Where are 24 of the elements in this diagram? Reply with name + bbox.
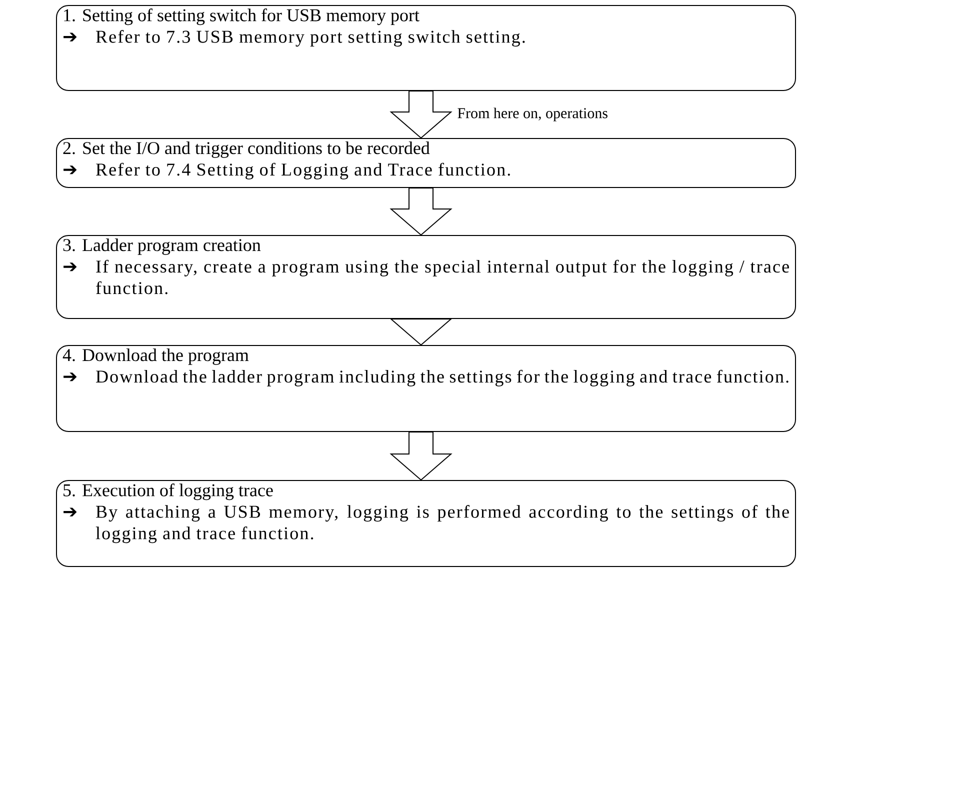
step-box [56,138,796,188]
step-heading: 2. Set the I/O and trigger conditions to be recorded [63,142,430,158]
step-box [56,5,796,91]
arrow-symbol: ➔ [64,166,77,174]
step-box [56,235,796,319]
block-arrow [390,188,452,236]
step-description: Refer to 7.4 Setting of Logging and Trace function. [96,162,510,180]
step-heading: 5. Execution of logging trace [64,484,273,500]
arrow-symbol: ➔ [64,262,77,272]
step-description: By attaching a USB memory, logging is performed according to the settings of the logging and trace function. [96,505,789,544]
step-description: Refer to 7.3 USB memory port setting switch setting. [96,30,525,47]
step-box [56,480,796,567]
block-arrow [390,90,452,139]
arrow-symbol: ➔ [64,508,77,516]
step-heading: 4. Download the program [62,348,249,365]
step-box [56,345,796,432]
step-heading: 3. Ladder program creation [63,238,261,255]
arrow-symbol: ➔ [64,372,77,382]
step-heading: 1. Setting of setting switch for USB memory port [64,8,420,26]
step-description: If necessary, create a program using the special internal output for the logging / trace function. [96,260,789,294]
step-description: Download the ladder program including the settings for the logging and trace function. [96,370,788,386]
arrow-symbol: ➔ [64,32,77,42]
edge-label: From here on, operations [458,108,608,122]
block-arrow [390,432,452,481]
